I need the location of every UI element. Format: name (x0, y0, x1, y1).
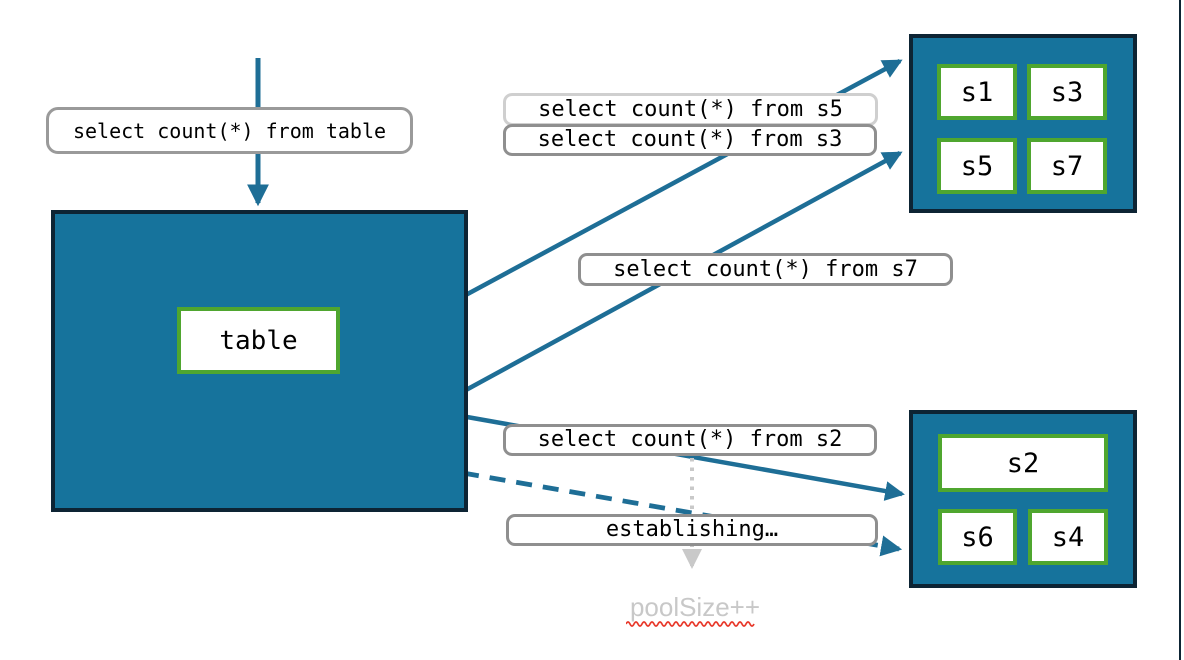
shard-s4: s4 (1028, 509, 1108, 565)
query-pill-s7-text: select count(*) from s7 (613, 256, 918, 282)
shard-s7-label: s7 (1050, 150, 1084, 182)
query-pill-table-text: select count(*) from table (72, 118, 387, 143)
query-pill-s2-text: select count(*) from s2 (537, 427, 843, 452)
shard-s3: s3 (1027, 64, 1107, 120)
slide-edge-line (1179, 0, 1181, 660)
spellcheck-squiggle-icon (626, 621, 755, 627)
status-pill-establishing: establishing… (506, 514, 878, 546)
shard-s2-label: s2 (1006, 447, 1040, 479)
shard-s5: s5 (937, 138, 1017, 194)
shard-group-bottom: s2 s6 s4 (909, 410, 1137, 588)
shard-group-top: s1 s3 s5 s7 (909, 34, 1137, 213)
query-pill-table: select count(*) from table (46, 107, 413, 154)
shard-s5-label: s5 (960, 150, 994, 182)
shard-s6: s6 (938, 509, 1017, 565)
shard-s7: s7 (1027, 138, 1107, 194)
status-pill-establishing-text: establishing… (605, 517, 779, 542)
poolsize-annotation: poolSize++ (629, 592, 761, 622)
shard-s1: s1 (937, 64, 1017, 120)
table-label: table (219, 325, 298, 356)
shard-s4-label: s4 (1051, 521, 1085, 553)
query-pill-s5-text: select count(*) from s5 (538, 96, 843, 122)
shard-s6-label: s6 (961, 521, 994, 553)
query-pill-s3-text: select count(*) from s3 (537, 127, 843, 152)
query-pill-s2: select count(*) from s2 (503, 424, 877, 456)
shard-s3-label: s3 (1050, 76, 1084, 108)
arrow-establishing-dashed-icon (462, 470, 903, 557)
table-node: table (51, 210, 468, 512)
query-pill-s5: select count(*) from s5 (503, 93, 878, 126)
table-label-box: table (177, 307, 340, 374)
query-pill-s7: select count(*) from s7 (578, 253, 953, 286)
shard-s1-label: s1 (960, 76, 994, 108)
query-pill-s3: select count(*) from s3 (503, 124, 877, 156)
shard-s2: s2 (938, 434, 1108, 492)
